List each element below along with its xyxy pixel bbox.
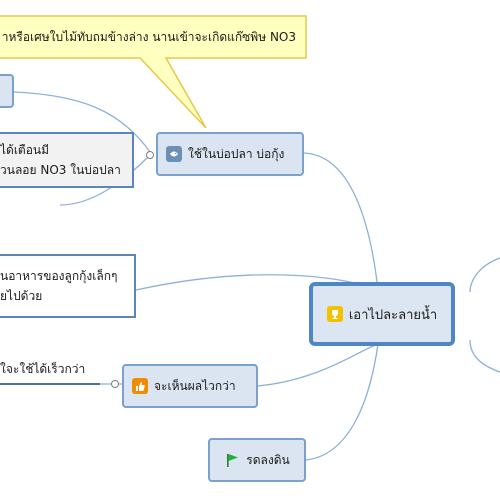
note-shrimp[interactable]: นอาหารของลูกกุ้งเล็กๆ ยไปด้วย bbox=[0, 254, 136, 318]
note-shrimp-line2: ยไปด้วย bbox=[0, 289, 43, 303]
link-fishpond-central bbox=[303, 152, 379, 291]
note-shrimp-line1: นอาหารของลูกกุ้งเล็กๆ bbox=[0, 269, 118, 283]
link-right-lower bbox=[469, 339, 500, 373]
collapse-toggle-faster[interactable] bbox=[111, 380, 119, 388]
green-flag-icon bbox=[224, 452, 240, 468]
topic-central-label: เอาไปละลายน้ำ bbox=[348, 307, 438, 323]
topic-offscreen-top-left[interactable] bbox=[0, 74, 14, 108]
link-right-upper bbox=[469, 257, 500, 293]
collapse-toggle-fishpond[interactable] bbox=[146, 151, 154, 159]
link-central-soil bbox=[305, 343, 379, 461]
topic-fishpond-label: ใช้ในบ่อปลา บ่อกุ้ง bbox=[188, 146, 285, 161]
note-warning[interactable]: ได้เตือนมี วนลอย NO3 ในบ่อปลา bbox=[0, 132, 134, 188]
thumbs-up-icon bbox=[132, 378, 148, 394]
topic-soil-label: รดลงดิน bbox=[246, 452, 290, 467]
note-warning-line2: วนลอย NO3 ในบ่อปลา bbox=[0, 163, 121, 177]
topic-central[interactable]: เอาไปละลายน้ำ bbox=[309, 282, 455, 346]
topic-faster-label: จะเห็นผลไวกว่า bbox=[154, 378, 236, 393]
topic-fishpond[interactable]: ใช้ในบ่อปลา บ่อกุ้ง bbox=[156, 132, 304, 176]
text-faster-note: ใจะใช้ได้เร็วกว่า bbox=[0, 362, 86, 376]
trophy-icon bbox=[326, 306, 343, 322]
link-fishpond-note bbox=[59, 154, 151, 206]
topic-faster[interactable]: จะเห็นผลไวกว่า bbox=[122, 364, 258, 408]
topic-soil[interactable]: รดลงดิน bbox=[208, 438, 306, 482]
callout-text: าหรือเศษใบไม้ทับถมข้างล่าง นานเข้าจะเกิด… bbox=[1, 29, 296, 44]
link-central-faster bbox=[257, 343, 379, 387]
note-warning-line1: ได้เตือนมี bbox=[0, 143, 50, 157]
fish-icon bbox=[166, 146, 182, 162]
